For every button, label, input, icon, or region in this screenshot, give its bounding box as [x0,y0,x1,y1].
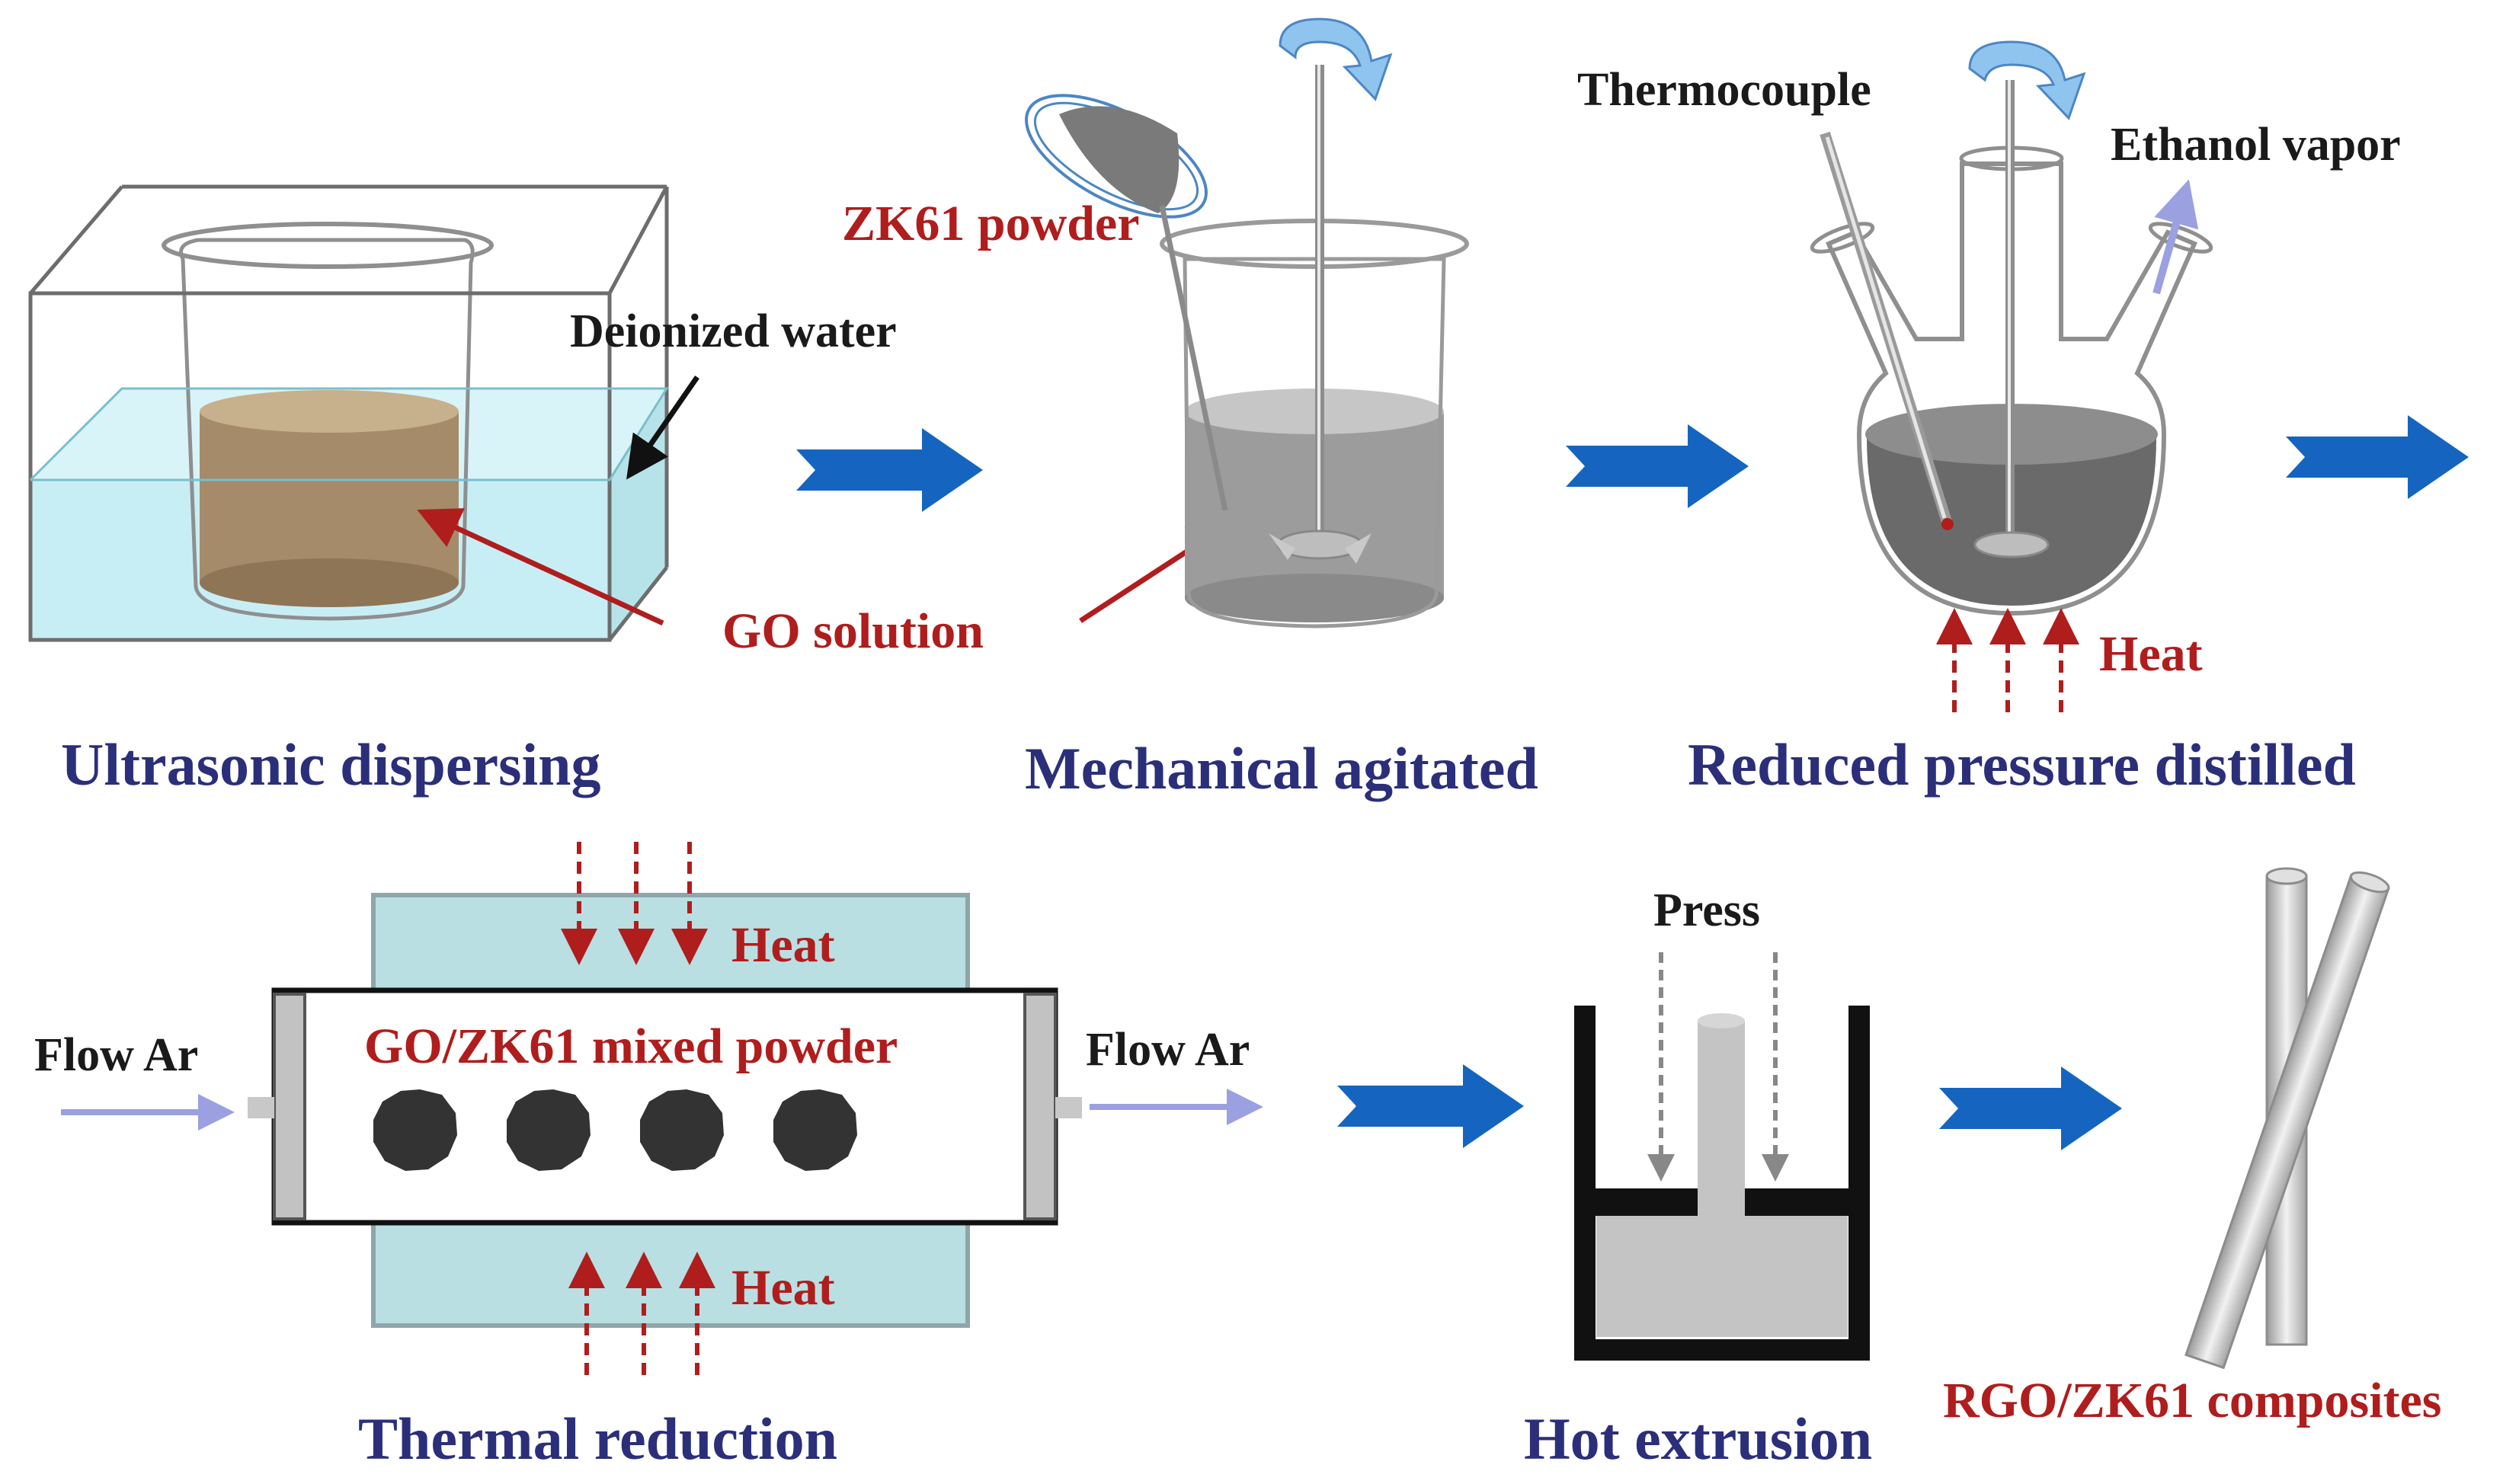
ethanol-vapor-arrow [2153,179,2199,295]
press-label: Press [1653,884,1760,936]
step-mechanical-agitated: Mechanical agitated [1025,735,1538,801]
flow-ar-label-right: Flow Ar [1086,1024,1250,1076]
process-arrow-icon [1337,1064,1524,1148]
ethanol-vapor-label: Ethanol vapor [2111,119,2401,171]
rotation-arrow-icon [1279,18,1393,101]
heat-label-distill: Heat [2099,626,2203,682]
rotation-arrow-icon [1968,40,2086,120]
step-reduced-pressure-distilled: Reduced pressure distilled [1688,731,2356,798]
ultrasonic-bath [28,184,669,642]
press-arrows [1647,952,1789,1182]
powder-pellets [373,1089,857,1171]
zk61-powder-label: ZK61 powder [842,196,1140,251]
step-ultrasonic-dispersing: Ultrasonic dispersing [61,731,601,798]
flow-ar-label-left: Flow Ar [34,1029,198,1081]
heat-label-top: Heat [731,917,835,973]
process-arrow-icon [2286,415,2469,499]
process-arrow-icon [1566,424,1749,508]
process-arrow-icon [1939,1067,2122,1150]
step-thermal-reduction: Thermal reduction [358,1406,837,1472]
go-solution-pointer-left [417,508,664,626]
deionized-water-label: Deionized water [570,305,897,357]
heat-label-bottom: Heat [731,1260,835,1316]
go-solution-label: GO solution [722,603,984,659]
heat-arrow-icon [1936,608,2079,712]
mixed-powder-label: GO/ZK61 mixed powder [364,1019,898,1074]
deionized-water-pointer [626,376,699,480]
thermocouple-label: Thermocouple [1577,64,1871,116]
extrusion-die [1574,1006,1870,1361]
process-arrow-icon [796,428,983,512]
agitation-beaker [1025,65,1469,628]
composite-rods [2185,867,2390,1370]
composites-label: RGO/ZK61 composites [1943,1373,2442,1428]
distillation-flask [1810,80,2213,616]
step-hot-extrusion: Hot extrusion [1524,1406,1872,1472]
